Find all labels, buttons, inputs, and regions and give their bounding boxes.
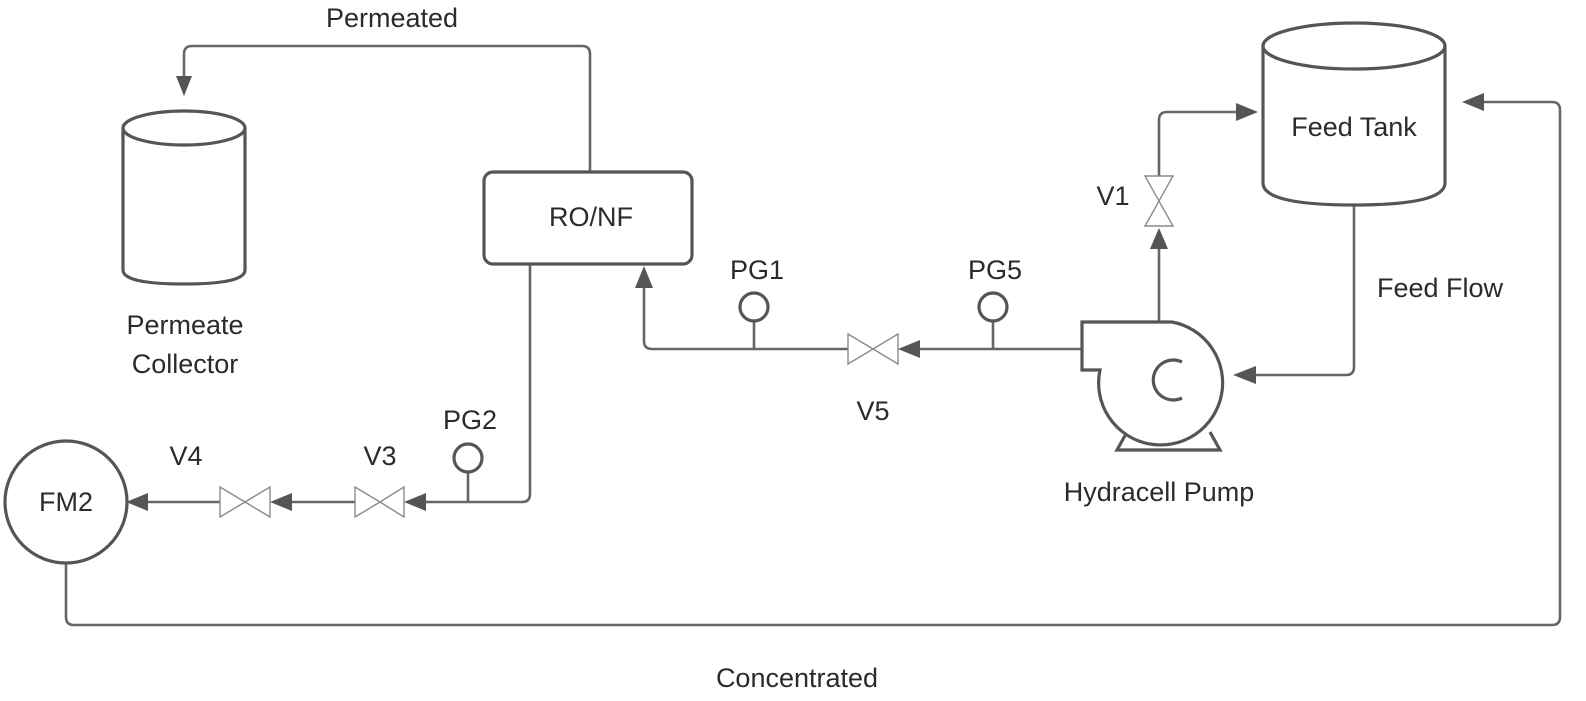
v5-to-ronf-line: [642, 286, 848, 351]
pg1-label: PG1: [730, 255, 784, 285]
permeate-collector-cylinder: [121, 109, 247, 286]
pressure-gauge-pg1: [738, 291, 770, 349]
v5-label: V5: [856, 396, 889, 426]
permeate-collector-label-line1: Permeate: [126, 310, 243, 340]
concentrate-line: [424, 264, 532, 504]
feed-flow-line: [1253, 205, 1356, 377]
pump-label: Hydracell Pump: [1064, 477, 1255, 507]
feed-tank-cylinder: [1261, 21, 1447, 207]
ro-nf-label: RO/NF: [549, 202, 633, 232]
fm2-label: FM2: [39, 487, 93, 517]
ro-nf-module: [482, 170, 694, 266]
pg2-label: PG2: [443, 405, 497, 435]
v1-label: V1: [1096, 181, 1129, 211]
v3-label: V3: [363, 441, 396, 471]
pressure-gauge-pg5: [977, 291, 1009, 349]
permeated-label: Permeated: [326, 3, 458, 33]
v4-arrowhead: [270, 493, 292, 511]
v4-label: V4: [169, 441, 202, 471]
pg5-label: PG5: [968, 255, 1022, 285]
flow-meter-fm2: [3, 439, 129, 565]
concentrated-return-line: [64, 100, 1562, 627]
valve-v4: [219, 485, 271, 519]
pump-impeller-icon: [1151, 358, 1183, 402]
permeated-arrowhead: [176, 76, 192, 96]
v1-inlet-arrowhead: [1150, 228, 1168, 249]
hydracell-pump: [1080, 320, 1225, 452]
feed-flow-arrowhead: [1233, 366, 1256, 384]
feed-flow-label: Feed Flow: [1377, 273, 1504, 303]
feed-tank-label: Feed Tank: [1291, 112, 1417, 142]
tank-recirculation-arrowhead: [1236, 103, 1258, 121]
concentrated-return-arrowhead: [1462, 93, 1484, 111]
valve-v5: [847, 332, 899, 366]
v3-arrowhead: [404, 493, 426, 511]
permeate-collector-label-line2: Collector: [132, 349, 239, 379]
valve-v3: [354, 485, 405, 519]
pressure-gauge-pg2: [452, 442, 484, 502]
concentrated-label: Concentrated: [716, 663, 878, 693]
v1-to-tank-line: [1157, 110, 1238, 176]
fm2-arrowhead: [126, 493, 148, 511]
ronf-inlet-arrowhead: [635, 266, 653, 288]
permeated-line: [182, 44, 592, 172]
valve-v1: [1143, 175, 1175, 227]
pump-to-v5-arrowhead: [898, 340, 920, 358]
